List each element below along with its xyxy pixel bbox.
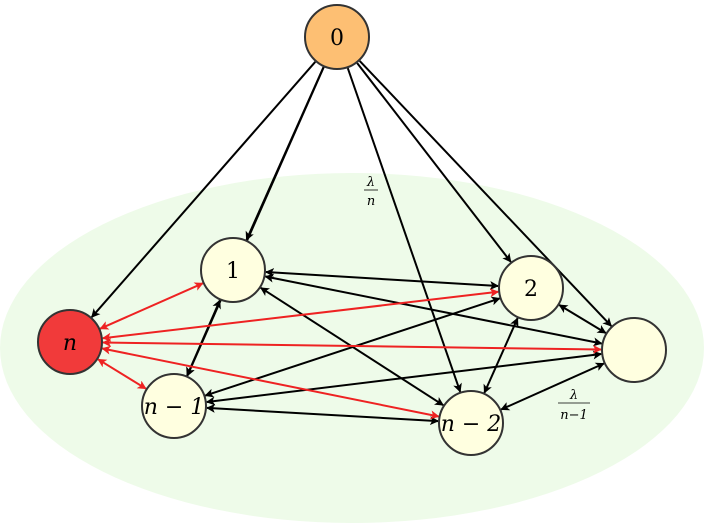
node-circle-0 [304, 4, 370, 70]
node-circle-n [37, 309, 103, 375]
edge-label-n: n [367, 194, 375, 209]
edge-n-nm2 [101, 345, 440, 420]
node-nm2: n − 2 [438, 390, 504, 456]
edge-label-lambda-over-n: λ n [364, 175, 378, 209]
node-circle-nm2 [438, 390, 504, 456]
node-2: 2 [498, 255, 564, 321]
node-0: 0 [304, 4, 370, 70]
edge-n-nm1 [97, 358, 147, 390]
edge-label-lambda-1: λ [366, 175, 375, 190]
node-label-2: 2 [524, 277, 538, 302]
node-label-nm1: n − 1 [144, 395, 205, 420]
edge-2-3 [558, 304, 607, 334]
edge-label-lambda-2: λ [569, 388, 578, 403]
node-label-1: 1 [226, 259, 240, 284]
node-nm1: n − 1 [141, 373, 207, 439]
node-circle-nm1 [141, 373, 207, 439]
node-label-n: n [63, 331, 77, 356]
node-label-0: 0 [330, 26, 344, 51]
node-circle-2 [498, 255, 564, 321]
edge-label-lambda-over-n-minus-1: λ n−1 [558, 388, 590, 423]
edges-layer [90, 60, 613, 426]
node-label-nm2: n − 2 [441, 412, 502, 437]
edge-label-n-minus-1: n−1 [560, 408, 588, 423]
node-circle-3 [601, 317, 667, 383]
node-circle-1 [200, 237, 266, 303]
edge-0-n [90, 61, 317, 318]
node-3 [601, 317, 667, 383]
edge-0-2 [356, 62, 512, 263]
node-n: n [37, 309, 103, 375]
edge-n-2 [101, 288, 500, 342]
node-1: 1 [200, 237, 266, 303]
nodes-layer: 0 1 2 n − 2 n − 1 n [37, 4, 667, 456]
